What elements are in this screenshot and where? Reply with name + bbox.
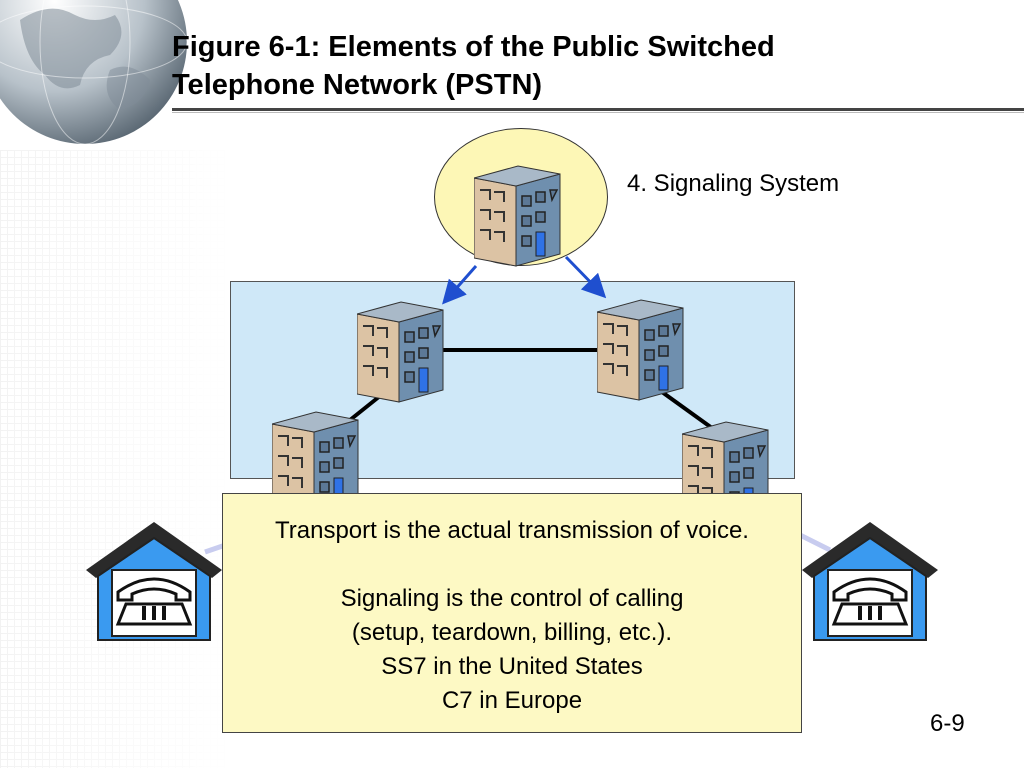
page-number: 6-9 — [930, 710, 965, 737]
building-icon-switch-bottom-left — [272, 411, 359, 513]
title-underline-thin — [172, 112, 1024, 113]
building-icon-signaling — [474, 165, 561, 267]
signaling-system-label: 4. Signaling System — [627, 170, 840, 197]
info-line-signaling-examples: (setup, teardown, billing, etc.). — [351, 619, 673, 646]
title-line-1: Figure 6-1: Elements of the Public Switc… — [172, 31, 775, 63]
house-telephone-icon-left — [86, 522, 222, 641]
signaling-arrow-right — [564, 255, 607, 299]
building-icon-switch-top-left — [357, 301, 444, 403]
globe-logo-icon — [0, 0, 188, 145]
info-line-ss7: SS7 in the United States — [381, 653, 643, 680]
info-spacer — [223, 548, 801, 582]
info-line-signaling: Signaling is the control of calling — [340, 585, 684, 612]
title-line-2: Telephone Network (PSTN) — [172, 69, 543, 101]
house-telephone-icon-right — [802, 522, 938, 641]
signaling-arrow-left — [442, 265, 478, 305]
title-underline — [172, 108, 1024, 111]
building-icon-switch-top-right — [597, 299, 684, 401]
trunk-line-right — [660, 390, 714, 430]
explanation-box: Transport is the actual transmission of … — [222, 493, 802, 733]
info-line-transport: Transport is the actual transmission of … — [275, 517, 749, 544]
page-title: Figure 6-1: Elements of the Public Switc… — [172, 28, 775, 104]
access-line-right — [798, 532, 832, 553]
info-line-c7: C7 in Europe — [441, 687, 583, 714]
background-grid-decoration — [0, 150, 230, 768]
